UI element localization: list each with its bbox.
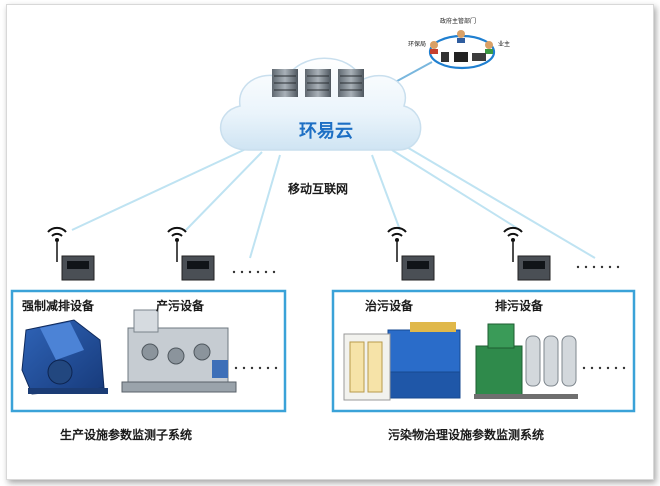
more-devices-dots [582,366,626,370]
more-terminals-dots [232,270,276,274]
server-icon [272,69,298,97]
monitor-terminal [47,226,95,281]
pollution-production-machine-illustration [121,309,237,393]
monitor-terminal [503,226,551,281]
device-label: 治污设备 [365,299,414,313]
left-system-caption: 生产设施参数监测子系统 [60,428,193,442]
pollution-discharge-machine-illustration [474,323,578,399]
left-system-box [10,289,287,413]
right-system-caption: 污染物治理设施参数监测系统 [388,428,545,442]
cloud-shape [219,57,422,151]
person-icon [457,30,465,38]
device-label: 排污设备 [495,299,544,313]
stakeholder-epa-label: 环保局 [408,41,427,48]
stakeholder-owner-label: 业主 [498,41,511,48]
device-label: 产污设备 [156,299,205,313]
network-label: 移动互联网 [288,182,349,196]
more-terminals-dots [576,265,620,269]
monitor-terminal [167,226,215,281]
phone-icon [441,52,449,62]
pollution-treatment-machine-illustration [343,322,461,401]
monitor-terminal [387,226,435,281]
laptop-icon [472,53,486,61]
emission-reduction-machine-illustration [21,319,108,395]
tablet-icon [454,52,468,62]
right-system-box [331,289,636,413]
more-devices-dots [234,366,278,370]
server-icon [305,69,331,97]
cloud-link-lines [71,145,596,259]
person-icon [430,41,438,49]
person-icon [485,41,493,49]
stakeholder-group [428,30,496,70]
stakeholder-gov-label: 政府主管部门 [440,18,477,25]
server-icon [338,69,364,97]
cloud-title: 环易云 [299,121,353,142]
device-label: 强制减排设备 [22,299,95,313]
